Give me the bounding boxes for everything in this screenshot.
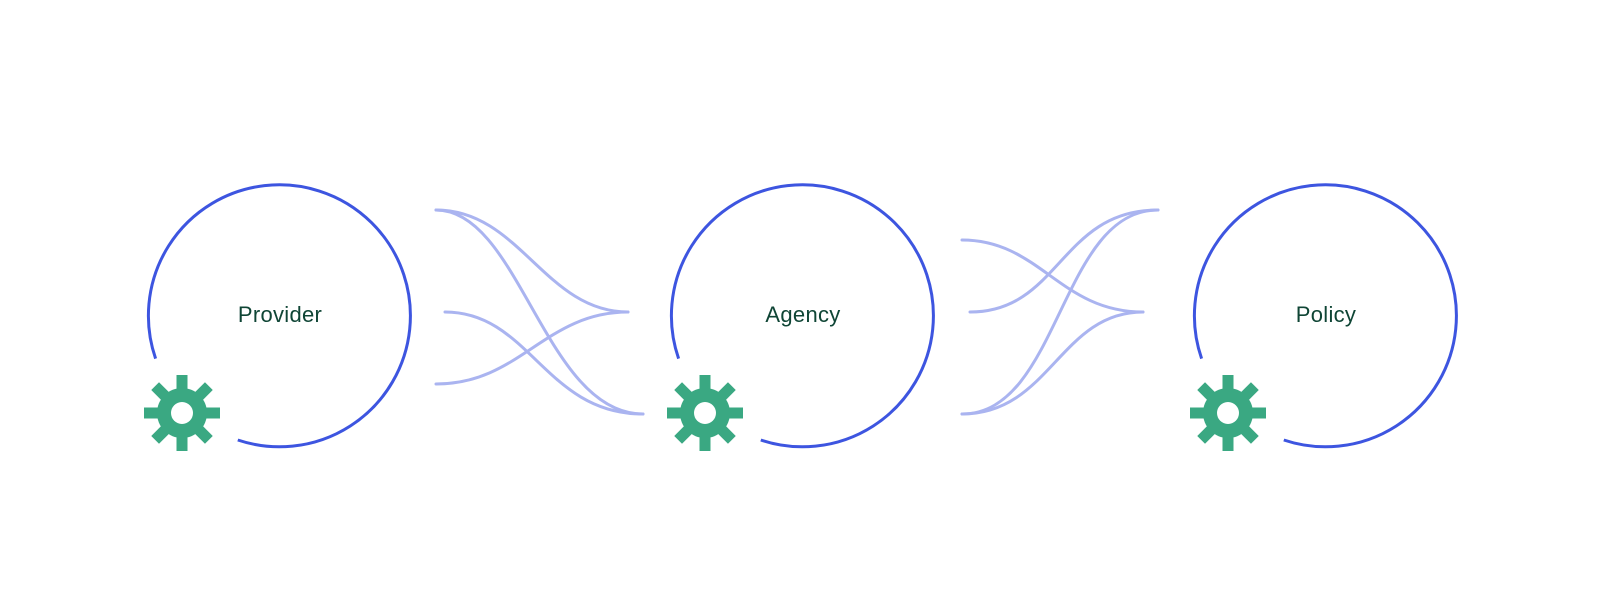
gear-tooth [1222,435,1234,451]
gear-icon [1190,375,1266,451]
node-ring [1192,183,1458,449]
node-label: Provider [238,302,322,327]
gear-tooth [727,407,743,419]
connector-line [434,208,645,416]
gear-hole [171,402,193,424]
gear-tooth [1250,407,1266,419]
connector-line [960,310,1145,416]
gear-tooth [144,407,160,419]
gear-icon [667,375,743,451]
node-provider[interactable]: Provider [144,183,412,451]
connector-line [960,238,1145,314]
gear-tooth [667,407,683,419]
node-label: Agency [765,302,840,327]
gear-tooth [1190,407,1206,419]
gear-tooth [1222,375,1234,391]
node-ring [146,183,412,449]
connector-provider-agency [434,208,645,416]
gear-hole [694,402,716,424]
connector-agency-policy [960,208,1160,416]
gear-tooth [176,435,188,451]
connector-line [968,208,1160,314]
gear-tooth [204,407,220,419]
connector-line [443,310,645,416]
node-policy[interactable]: Policy [1190,183,1458,451]
connector-line [434,310,630,386]
gear-tooth [699,435,711,451]
gear-icon [144,375,220,451]
node-ring [669,183,935,449]
node-agency[interactable]: Agency [667,183,935,451]
node-label: Policy [1296,302,1357,327]
gear-tooth [176,375,188,391]
connector-line [960,208,1160,416]
gear-hole [1217,402,1239,424]
gear-tooth [699,375,711,391]
connector-line [434,208,630,314]
